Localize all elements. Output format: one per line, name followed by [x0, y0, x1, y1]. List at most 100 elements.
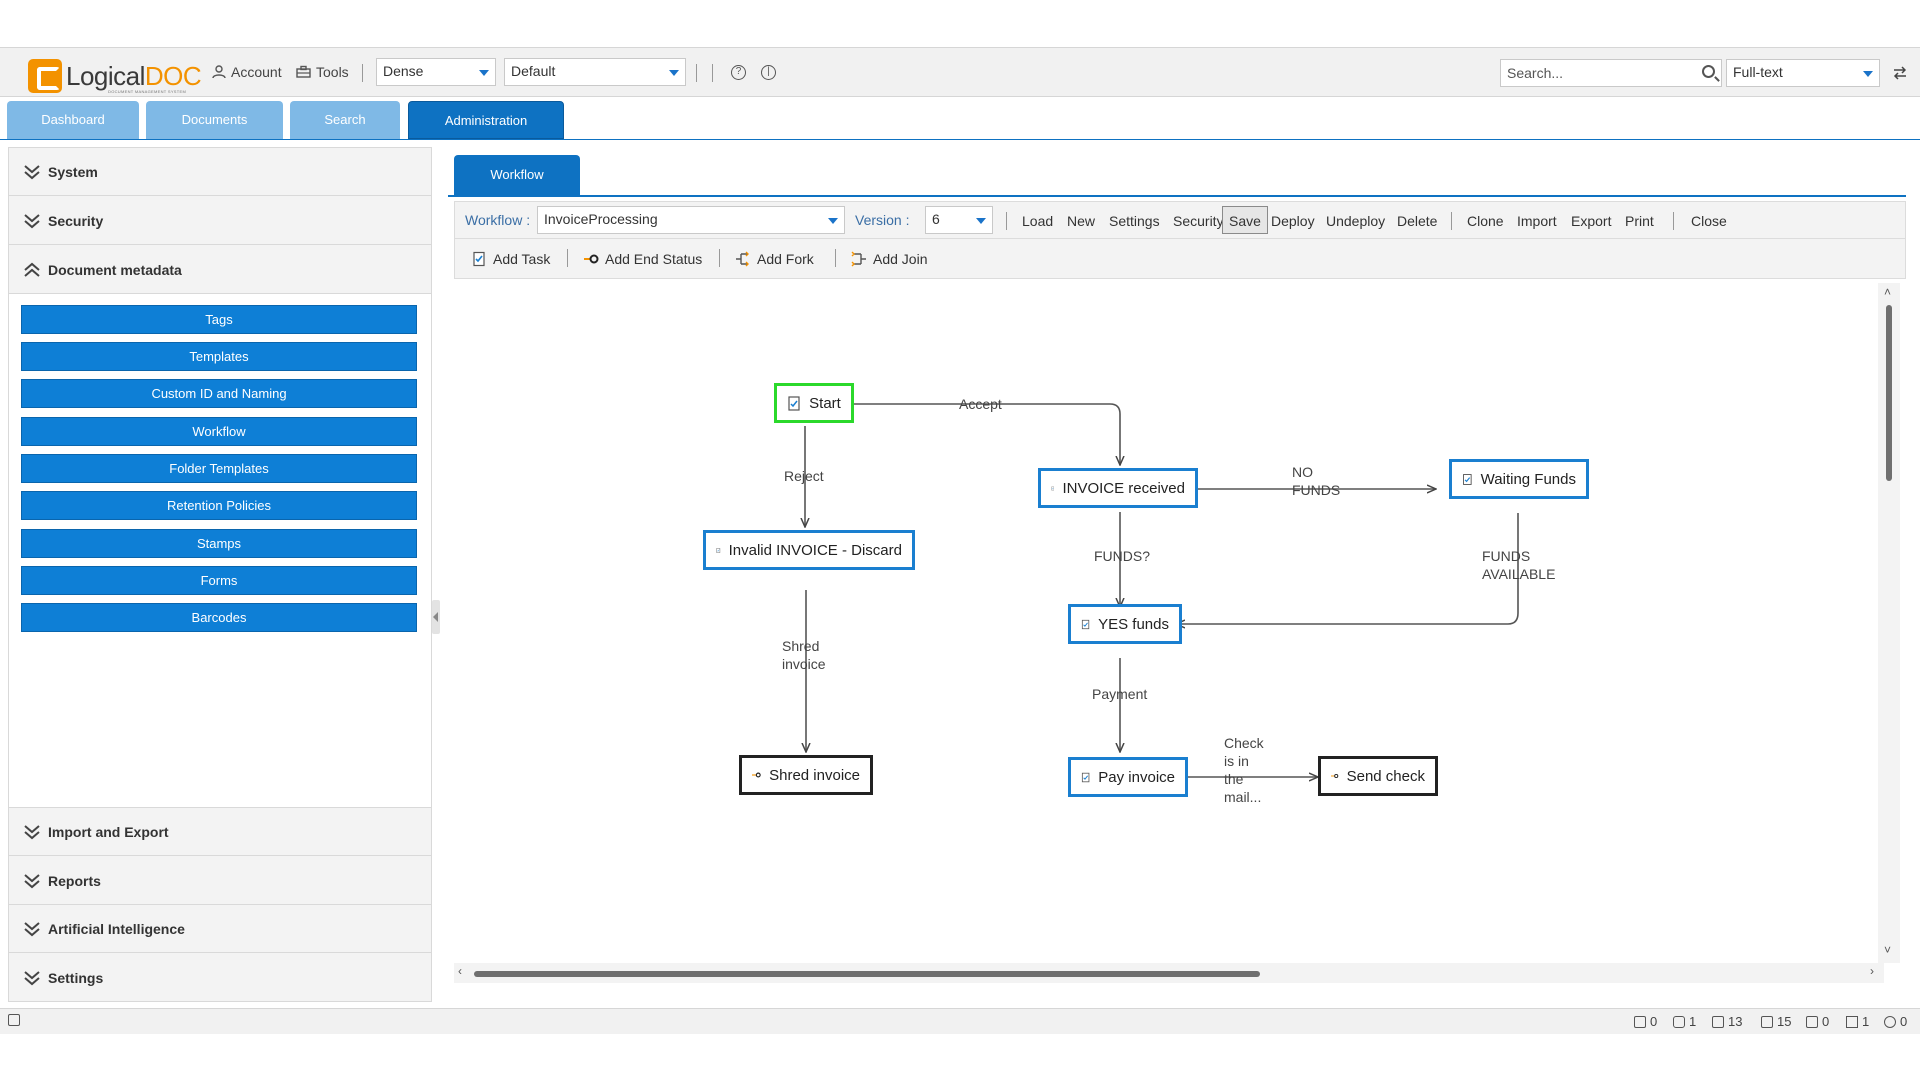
application: LogicalDOC DOCUMENT MANAGEMENT SYSTEM Ac… [0, 47, 1920, 1035]
scroll-down-icon[interactable]: ˅ [1884, 943, 1892, 957]
clone-button[interactable]: Clone [1467, 213, 1504, 229]
node-yes-funds[interactable]: YES funds [1068, 604, 1182, 644]
status-chat[interactable]: 0 [1884, 1014, 1907, 1029]
edit-icon [1712, 1015, 1724, 1028]
scroll-left-icon[interactable]: ‹ [458, 964, 462, 978]
tab-underline [448, 195, 1906, 197]
sidebar-section-artificial-intelligence[interactable]: Artificial Intelligence [9, 905, 431, 953]
search-icon[interactable] [1702, 65, 1715, 78]
metadata-button-folder-templates[interactable]: Folder Templates [21, 454, 417, 483]
version-select[interactable]: 6 [925, 206, 993, 234]
security-button[interactable]: Security [1173, 213, 1224, 229]
workflow-value: InvoiceProcessing [544, 211, 658, 227]
sidebar-section-reports[interactable]: Reports [9, 857, 431, 905]
sidebar-collapse-handle[interactable] [432, 600, 440, 634]
metadata-button-barcodes[interactable]: Barcodes [21, 603, 417, 632]
search-input[interactable]: Search... [1500, 59, 1722, 87]
tools-menu[interactable]: Tools [296, 64, 349, 80]
metadata-button-forms[interactable]: Forms [21, 566, 417, 595]
sidebar-section-system[interactable]: System [9, 148, 431, 196]
logo-text-doc: DOC [144, 61, 202, 91]
settings-button[interactable]: Settings [1109, 213, 1160, 229]
tab-dashboard[interactable]: Dashboard [7, 101, 139, 139]
close-button[interactable]: Close [1691, 213, 1727, 229]
export-button[interactable]: Export [1571, 213, 1612, 229]
node-send-check[interactable]: Send check [1318, 756, 1438, 796]
sidebar-section-label: Document metadata [48, 262, 182, 278]
status-events[interactable]: 0 [1806, 1014, 1829, 1029]
metadata-button-tags[interactable]: Tags [21, 305, 417, 334]
separator [712, 64, 713, 82]
edge-label-no-funds: NO FUNDS [1292, 464, 1341, 498]
undeploy-button[interactable]: Undeploy [1326, 213, 1386, 229]
horizontal-scroll-thumb[interactable] [474, 971, 1260, 977]
top-bar: LogicalDOC DOCUMENT MANAGEMENT SYSTEM Ac… [0, 47, 1920, 97]
new-button[interactable]: New [1067, 213, 1096, 229]
status-locked[interactable]: 1 [1673, 1014, 1696, 1029]
account-menu[interactable]: Account [212, 64, 282, 80]
add-fork-button[interactable]: Add Fork [735, 251, 814, 267]
density-select[interactable]: Dense [376, 58, 496, 86]
metadata-button-templates[interactable]: Templates [21, 342, 417, 371]
metadata-button-workflow[interactable]: Workflow [21, 417, 417, 446]
sidebar-section-security[interactable]: Security [9, 197, 431, 245]
tab-documents[interactable]: Documents [146, 101, 283, 139]
skin-select[interactable]: Default [504, 58, 686, 86]
workflow-select[interactable]: InvoiceProcessing [537, 206, 845, 234]
edge-label-shred: Shred invoice [782, 638, 826, 672]
chevron-down-icon [479, 70, 489, 76]
double-chevron-down-icon [24, 165, 40, 180]
tab-search[interactable]: Search [290, 101, 400, 139]
horizontal-scrollbar[interactable]: ‹ › [454, 963, 1884, 983]
status-bar: 0 1 13 15 0 1 0 [0, 1008, 1920, 1034]
save-button[interactable]: Save [1222, 206, 1268, 234]
node-invalid-invoice[interactable]: Invalid INVOICE - Discard [703, 530, 915, 570]
add-task-button[interactable]: Add Task [471, 251, 550, 267]
add-join-button[interactable]: Add Join [851, 251, 927, 267]
node-invoice-received[interactable]: INVOICE received [1038, 468, 1198, 508]
import-button[interactable]: Import [1517, 213, 1557, 229]
sidebar-section-settings[interactable]: Settings [9, 954, 431, 1002]
power-icon[interactable]: | [761, 65, 776, 80]
clipboard-icon[interactable] [8, 1014, 20, 1026]
end-status-icon [584, 254, 599, 264]
status-checked-out[interactable]: 13 [1712, 1014, 1742, 1029]
node-waiting-funds[interactable]: Waiting Funds [1449, 459, 1589, 499]
status-tasks[interactable]: 1 [1846, 1014, 1869, 1029]
sidebar-section-document-metadata[interactable]: Document metadata [9, 246, 431, 294]
delete-button[interactable]: Delete [1397, 213, 1438, 229]
sidebar-section-label: Import and Export [48, 824, 169, 840]
metadata-button-custom-id[interactable]: Custom ID and Naming [21, 379, 417, 408]
node-shred-invoice[interactable]: Shred invoice [739, 755, 873, 795]
sidebar-section-import-export[interactable]: Import and Export [9, 808, 431, 856]
deploy-button[interactable]: Deploy [1271, 213, 1315, 229]
workflow-canvas[interactable]: Start INVOICE received Waiting Funds Inv… [454, 283, 1884, 963]
vertical-scroll-thumb[interactable] [1886, 305, 1892, 481]
search-mode-select[interactable]: Full-text [1726, 59, 1880, 87]
add-end-status-button[interactable]: Add End Status [583, 251, 702, 267]
switch-icon[interactable] [1892, 66, 1908, 80]
edge-funds-available[interactable] [1176, 513, 1519, 624]
lock-icon [1673, 1015, 1685, 1028]
end-status-icon [752, 772, 761, 778]
double-chevron-down-icon [24, 922, 40, 937]
chevron-down-icon [1863, 71, 1873, 77]
tab-administration[interactable]: Administration [408, 101, 564, 139]
edge-accept[interactable] [848, 403, 1120, 465]
status-messages[interactable]: 15 [1761, 1014, 1791, 1029]
metadata-button-retention-policies[interactable]: Retention Policies [21, 491, 417, 520]
scroll-right-icon[interactable]: › [1870, 964, 1874, 978]
help-icon[interactable]: ? [731, 65, 746, 80]
load-button[interactable]: Load [1022, 213, 1054, 229]
scroll-up-icon[interactable]: ˄ [1884, 285, 1892, 299]
print-button[interactable]: Print [1625, 213, 1654, 229]
node-start[interactable]: Start [774, 383, 854, 423]
status-clipboard[interactable]: 0 [1634, 1014, 1657, 1029]
status-count: 0 [1650, 1014, 1658, 1029]
tab-workflow[interactable]: Workflow [454, 155, 580, 195]
status-count: 15 [1777, 1014, 1792, 1029]
vertical-scrollbar[interactable]: ˄ ˅ [1878, 283, 1900, 963]
node-pay-invoice[interactable]: Pay invoice [1068, 757, 1188, 797]
chevron-down-icon [828, 218, 838, 224]
metadata-button-stamps[interactable]: Stamps [21, 529, 417, 558]
